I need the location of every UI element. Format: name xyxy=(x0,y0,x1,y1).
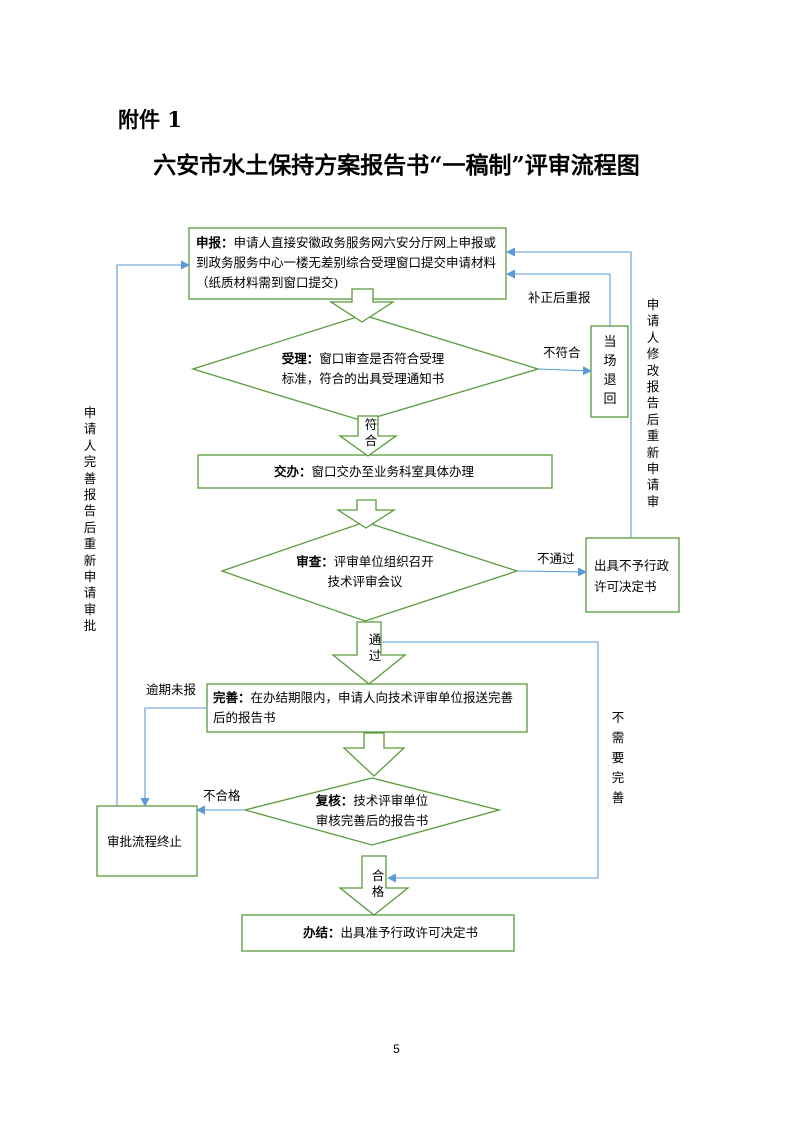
label-qualified: 合格 xyxy=(371,868,385,900)
apply-text: 申报：申请人直接安徽政务服务网六安分厅网上申报或到政务服务中心一楼无差别综合受理… xyxy=(196,233,501,293)
recheck-line2: 审核完善后的报告书 xyxy=(315,813,429,828)
hand-body: 窗口交办至业务科室具体办理 xyxy=(311,464,475,479)
accept-head: 受理： xyxy=(281,351,320,366)
hand-box xyxy=(197,454,553,489)
block-arrow-review-improve xyxy=(331,621,407,685)
review-diamond xyxy=(220,521,520,622)
accept-line2: 标准，符合的出具受理通知书 xyxy=(281,371,445,386)
page-number: 5 xyxy=(393,1042,400,1056)
apply-box xyxy=(188,227,507,300)
improve-body: 在办结期限内，申请人向技术评审单位报送完善后的报告书 xyxy=(213,690,514,725)
not-granted-box xyxy=(585,537,680,613)
recheck-line1: 技术评审单位 xyxy=(353,793,429,808)
connector-left-loop xyxy=(116,260,190,806)
improve-head: 完善： xyxy=(213,690,251,705)
page-title: 六安市水土保持方案报告书“一稿制”评审流程图 xyxy=(153,152,640,179)
reject-onsite-box xyxy=(590,325,629,418)
review-head: 审查： xyxy=(296,554,334,569)
accept-text: 受理：窗口审查是否符合受理 标准，符合的出具受理通知书 xyxy=(253,349,473,389)
recheck-head: 复核： xyxy=(315,793,354,808)
connector-not-pass xyxy=(516,567,587,577)
label-left-loop: 申请人完善报告后重新申请审批 xyxy=(83,405,97,634)
block-arrow-accept-hand xyxy=(337,415,399,457)
improve-box xyxy=(206,683,528,733)
reject-onsite-text: 当场退回 xyxy=(603,335,617,407)
hand-head: 交办： xyxy=(274,464,312,479)
block-arrow-improve-recheck xyxy=(342,732,406,777)
block-arrow-recheck-finish xyxy=(338,855,410,916)
terminate-box xyxy=(96,805,198,877)
label-correct-resubmit: 补正后重报 xyxy=(528,290,591,305)
review-line2: 技术评审会议 xyxy=(327,574,403,589)
finish-body: 出具准予行政许可决定书 xyxy=(340,925,479,940)
recheck-text: 复核：技术评审单位 审核完善后的报告书 xyxy=(297,791,447,831)
label-unqualified: 不合格 xyxy=(203,788,241,803)
improve-text: 完善：在办结期限内，申请人向技术评审单位报送完善后的报告书 xyxy=(213,688,523,728)
finish-head: 办结： xyxy=(303,925,341,940)
label-conform: 符合 xyxy=(364,417,378,449)
label-overdue: 逾期未报 xyxy=(146,682,197,697)
finish-box xyxy=(241,914,515,952)
label-no-need-improve: 不需要完善 xyxy=(611,710,625,805)
accept-line1: 窗口审查是否符合受理 xyxy=(319,351,445,366)
block-arrow-hand-review xyxy=(335,499,397,529)
connector-no-need-improve xyxy=(382,641,599,883)
connector-overdue xyxy=(140,707,207,807)
connector-resubmit xyxy=(506,269,611,326)
apply-body: 申请人直接安徽政务服务网六安分厅网上申报或到政务服务中心一楼无差别综合受理窗口提… xyxy=(196,235,497,290)
terminate-text: 审批流程终止 xyxy=(107,834,183,849)
label-not-conform: 不符合 xyxy=(543,345,581,360)
hand-text: 交办：窗口交办至业务科室具体办理 xyxy=(274,462,544,482)
recheck-diamond xyxy=(242,777,502,846)
apply-head: 申报： xyxy=(196,235,234,250)
label-not-pass: 不通过 xyxy=(537,551,575,566)
review-line1: 评审单位组织召开 xyxy=(333,554,434,569)
connector-right-loop xyxy=(506,247,632,538)
label-pass: 通过 xyxy=(368,632,382,664)
finish-text: 办结：出具准予行政许可决定书 xyxy=(303,923,513,943)
label-right-loop: 申请人修改报告后重新申请审 xyxy=(646,297,660,509)
block-arrow-apply-accept xyxy=(328,288,396,323)
not-granted-text: 出具不予行政许可决定书 xyxy=(594,558,670,594)
review-text: 审查：评审单位组织召开 技术评审会议 xyxy=(285,552,445,592)
attachment-label: 附件 1 xyxy=(118,107,182,132)
connector-not-conform xyxy=(537,366,592,376)
